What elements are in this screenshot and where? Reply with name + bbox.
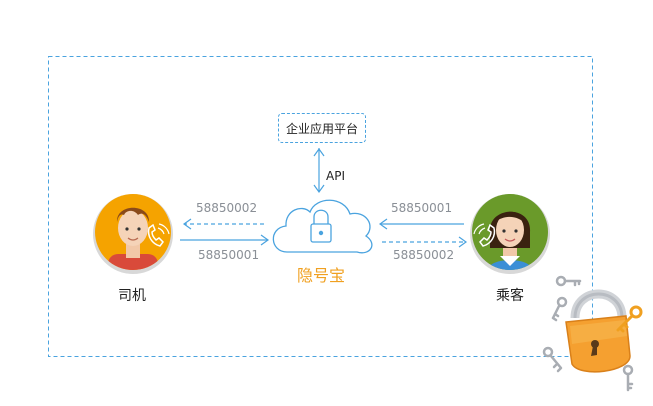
- passenger-avatar: [470, 194, 550, 274]
- passenger-label: 乘客: [496, 288, 524, 304]
- hub-label: 隐号宝: [297, 266, 346, 285]
- cloud-lock-icon: [272, 199, 373, 254]
- enterprise-platform-box: 企业应用平台: [278, 113, 366, 143]
- padlock-keys-icon: [542, 275, 643, 392]
- driver-number-in: 58850001: [198, 248, 260, 262]
- driver-number-out: 58850002: [196, 201, 258, 215]
- driver-avatar: [93, 194, 173, 274]
- api-arrow: [313, 147, 325, 194]
- phone-icon: [473, 223, 496, 247]
- api-label: API: [326, 169, 345, 183]
- enterprise-platform-label: 企业应用平台: [285, 121, 358, 136]
- driver-arrows: [180, 218, 270, 246]
- phone-icon: [147, 223, 170, 247]
- passenger-arrows: [378, 218, 468, 248]
- outer-frame: [48, 56, 593, 357]
- driver-label: 司机: [118, 288, 146, 304]
- passenger-number-out: 58850002: [393, 248, 455, 262]
- passenger-number-in: 58850001: [391, 201, 453, 215]
